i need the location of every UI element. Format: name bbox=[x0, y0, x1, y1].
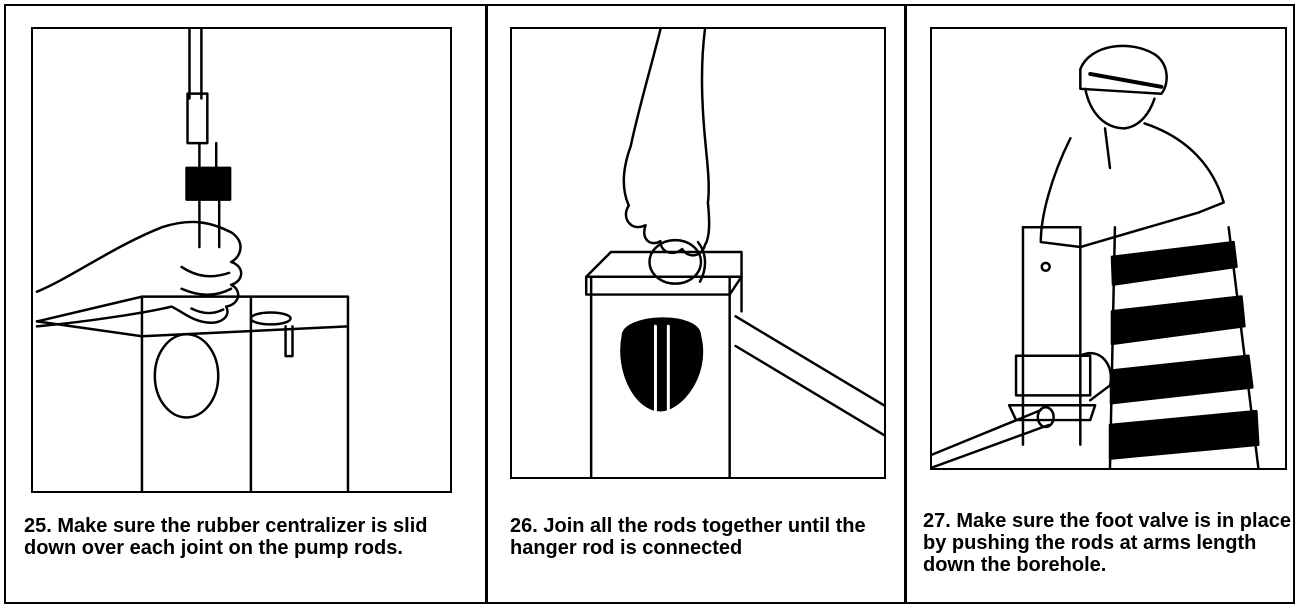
step-26-text: Join all the rods together until the han… bbox=[510, 515, 866, 559]
step-26-caption: 26. Join all the rods together until the… bbox=[510, 515, 890, 559]
step-27-illustration bbox=[930, 27, 1287, 470]
step-panel-26: 26. Join all the rods together until the… bbox=[488, 6, 904, 602]
step-27-number: 27. bbox=[923, 510, 951, 532]
step-25-text: Make sure the rubber centralizer is slid… bbox=[24, 515, 428, 559]
step-25-number: 25. bbox=[24, 515, 52, 537]
step-panel-27: 27. Make sure the foot valve is in place… bbox=[907, 6, 1295, 602]
step-26-number: 26. bbox=[510, 515, 538, 537]
step-25-illustration bbox=[31, 27, 452, 493]
step-27-text: Make sure the foot valve is in place by … bbox=[923, 510, 1291, 576]
step-26-illustration bbox=[510, 27, 886, 479]
step-27-caption: 27. Make sure the foot valve is in place… bbox=[923, 510, 1295, 576]
step-panel-25: 25. Make sure the rubber centralizer is … bbox=[6, 6, 485, 602]
step-25-caption: 25. Make sure the rubber centralizer is … bbox=[24, 515, 469, 559]
